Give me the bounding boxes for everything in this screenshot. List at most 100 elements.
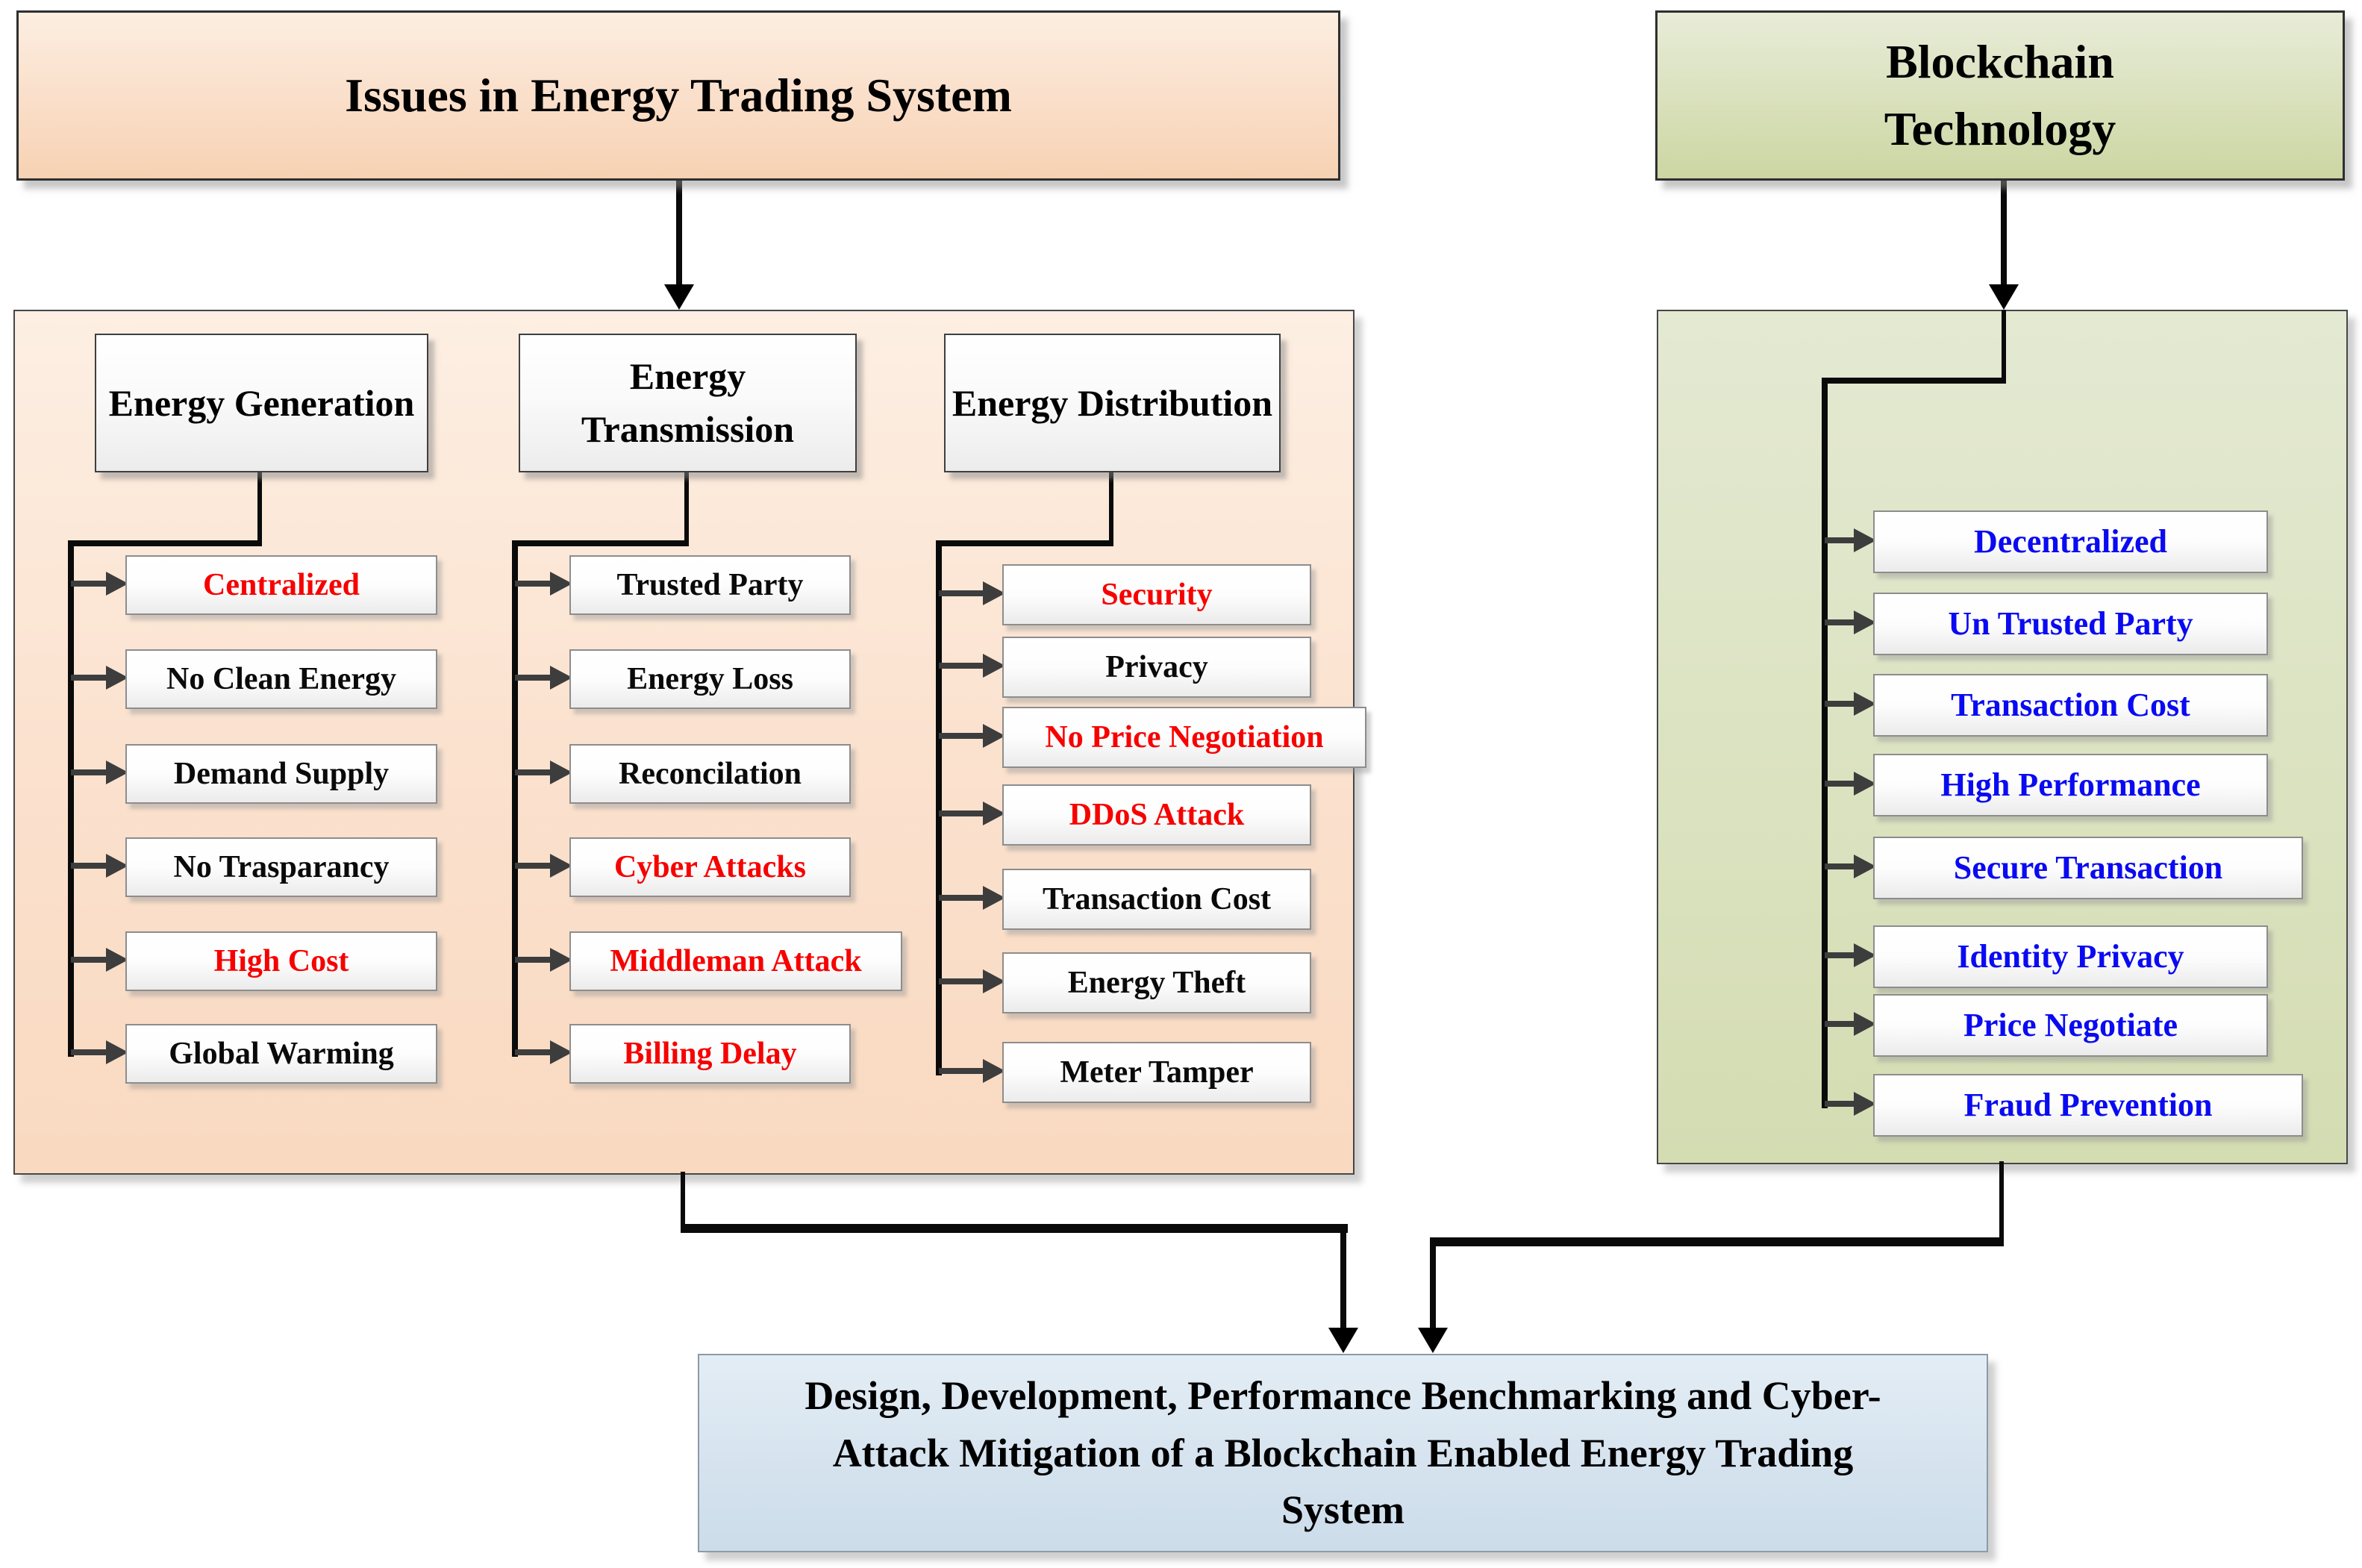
blockchain-header-title: Blockchain Technology xyxy=(1884,35,2116,155)
branch-arrow-head xyxy=(983,724,1005,748)
issue-item-global-warming: Global Warming xyxy=(125,1024,437,1084)
issue-item-transaction-cost: Transaction Cost xyxy=(1002,869,1311,930)
branch-arrow-shaft xyxy=(1825,952,1855,958)
entry-line xyxy=(2002,310,2006,384)
issue-item-reconcilation: Reconcilation xyxy=(569,744,851,804)
branch-arrow-shaft xyxy=(939,590,984,596)
branch-arrow-shaft xyxy=(71,863,107,869)
branch-arrow-head xyxy=(983,969,1005,993)
benefit-item-decentralized: Decentralized xyxy=(1873,510,2268,573)
benefit-item-identity-privacy: Identity Privacy xyxy=(1873,925,2268,988)
issue-item-trusted-party: Trusted Party xyxy=(569,555,851,615)
issue-item-energy-loss: Energy Loss xyxy=(569,649,851,709)
branch-arrow-shaft xyxy=(939,733,984,739)
branch-arrow-shaft xyxy=(515,581,552,587)
issue-item-no-clean-energy: No Clean Energy xyxy=(125,649,437,709)
issue-item-energy-theft: Energy Theft xyxy=(1002,952,1311,1013)
issue-item-demand-supply: Demand Supply xyxy=(125,744,437,804)
issue-item-billing-delay: Billing Delay xyxy=(569,1024,851,1084)
branch-arrow-head xyxy=(1854,772,1876,796)
flow-arrow-head xyxy=(1328,1328,1358,1353)
issue-item-ddos-attack: DDoS Attack xyxy=(1002,784,1311,846)
connector-segment xyxy=(681,1172,685,1231)
header-drop-line xyxy=(257,469,262,546)
outcome-title: Design, Development, Performance Benchma… xyxy=(804,1372,1881,1533)
branch-arrow-head xyxy=(550,854,572,878)
outcome-box: Design, Development, Performance Benchma… xyxy=(698,1354,1988,1552)
flow-arrow-shaft xyxy=(2001,176,2007,289)
branch-arrow-shaft xyxy=(1825,701,1855,707)
trunk-line xyxy=(512,540,518,1057)
trunk-line xyxy=(1822,378,1828,1108)
branch-arrow-head xyxy=(106,854,128,878)
header-drop-line xyxy=(684,469,689,546)
issue-item-no-price-negotiation: No Price Negotiation xyxy=(1002,707,1366,768)
branch-arrow-head xyxy=(106,948,128,972)
benefit-item-transaction-cost: Transaction Cost xyxy=(1873,674,2268,737)
branch-arrow-head xyxy=(550,1040,572,1064)
branch-arrow-head xyxy=(106,1040,128,1064)
branch-arrow-shaft xyxy=(515,769,552,775)
issue-item-middleman-attack: Middleman Attack xyxy=(569,931,902,991)
elbow-line xyxy=(68,540,262,546)
branch-arrow-head xyxy=(1854,1012,1876,1036)
branch-arrow-head xyxy=(983,654,1005,678)
column-header-energy-transmission: Energy Transmission xyxy=(519,334,857,472)
branch-arrow-shaft xyxy=(939,895,984,901)
connector-segment xyxy=(1999,1161,2004,1245)
branch-arrow-head xyxy=(106,572,128,596)
connector-segment xyxy=(1340,1224,1346,1335)
branch-arrow-shaft xyxy=(71,1049,107,1055)
branch-arrow-head xyxy=(1854,855,1876,878)
issue-item-no-trasparancy: No Trasparancy xyxy=(125,837,437,897)
branch-arrow-shaft xyxy=(515,957,552,963)
connector-segment xyxy=(1430,1237,1436,1335)
connector-segment xyxy=(1430,1237,2004,1246)
branch-arrow-head xyxy=(106,760,128,784)
branch-arrow-head xyxy=(983,581,1005,605)
branch-arrow-shaft xyxy=(71,581,107,587)
issue-item-security: Security xyxy=(1002,564,1311,625)
issue-item-cyber-attacks: Cyber Attacks xyxy=(569,837,851,897)
branch-arrow-head xyxy=(550,948,572,972)
elbow-line xyxy=(512,540,689,546)
trunk-line xyxy=(936,540,942,1075)
branch-arrow-shaft xyxy=(515,1049,552,1055)
header-drop-line xyxy=(1109,469,1113,546)
issue-item-high-cost: High Cost xyxy=(125,931,437,991)
branch-arrow-shaft xyxy=(71,957,107,963)
column-header-energy-distribution: Energy Distribution xyxy=(944,334,1281,472)
branch-arrow-shaft xyxy=(515,675,552,681)
branch-arrow-shaft xyxy=(1825,863,1855,869)
branch-arrow-head xyxy=(983,802,1005,825)
benefit-item-secure-transaction: Secure Transaction xyxy=(1873,837,2303,899)
branch-arrow-head xyxy=(1854,943,1876,967)
branch-arrow-shaft xyxy=(939,663,984,669)
branch-arrow-head xyxy=(550,760,572,784)
issues-header-title: Issues in Energy Trading System xyxy=(345,69,1012,122)
branch-arrow-shaft xyxy=(71,769,107,775)
branch-arrow-shaft xyxy=(1825,1101,1855,1107)
elbow-line xyxy=(936,540,1113,546)
issue-item-centralized: Centralized xyxy=(125,555,437,615)
flow-arrow-head xyxy=(1989,284,2019,310)
benefit-item-un-trusted-party: Un Trusted Party xyxy=(1873,593,2268,655)
branch-arrow-head xyxy=(550,572,572,596)
branch-arrow-shaft xyxy=(1825,781,1855,787)
issue-item-meter-tamper: Meter Tamper xyxy=(1002,1042,1311,1103)
branch-arrow-head xyxy=(1854,692,1876,716)
flow-arrow-shaft xyxy=(676,176,682,289)
elbow-line xyxy=(1822,378,2006,384)
branch-arrow-shaft xyxy=(939,978,984,984)
branch-arrow-head xyxy=(983,1059,1005,1083)
benefit-item-price-negotiate: Price Negotiate xyxy=(1873,994,2268,1057)
branch-arrow-shaft xyxy=(515,863,552,869)
branch-arrow-shaft xyxy=(1825,537,1855,543)
column-header-energy-generation: Energy Generation xyxy=(95,334,428,472)
blockchain-header-box: Blockchain Technology xyxy=(1655,10,2345,181)
branch-arrow-shaft xyxy=(71,675,107,681)
branch-arrow-head xyxy=(550,666,572,690)
benefit-item-high-performance: High Performance xyxy=(1873,754,2268,816)
flow-arrow-head xyxy=(1418,1328,1448,1353)
